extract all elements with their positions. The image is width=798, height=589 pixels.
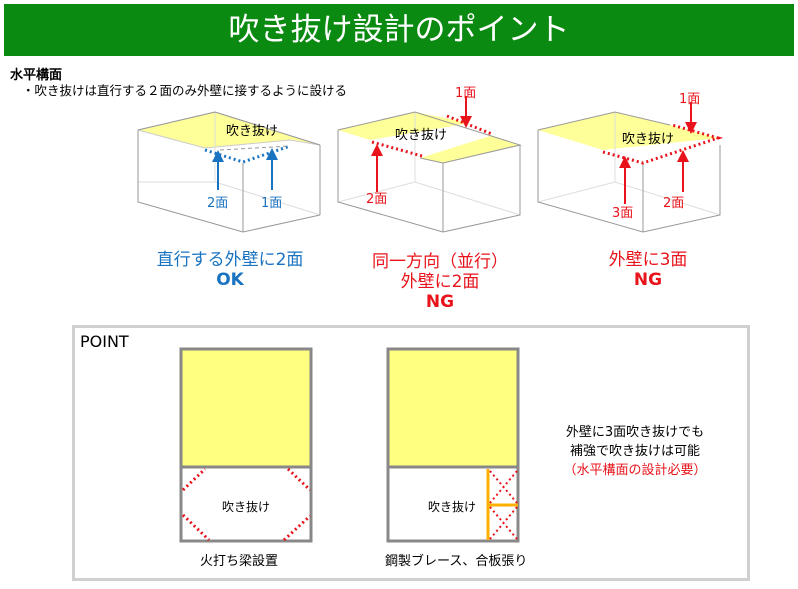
note-line: 外壁に3面吹き抜けでも	[565, 425, 705, 440]
diagram-boxes	[137, 96, 724, 233]
box-ng-parallel	[337, 96, 522, 233]
note-line: （水平構面の設計必要）	[563, 463, 707, 478]
caption-line: 同一方向（並行）	[372, 252, 508, 272]
face-label: 3面	[612, 206, 634, 221]
point-diagrams	[179, 347, 520, 543]
fig2-caption: 鋼製ブレース、合板張り	[385, 554, 528, 569]
point-heading: POINT	[80, 332, 129, 351]
result-ng: NG	[633, 270, 663, 290]
caption-line: 外壁に3面	[608, 250, 688, 270]
case-three-caption: 外壁に3面 NG	[548, 250, 748, 290]
void-label: 吹き抜け	[395, 128, 448, 143]
void-label: 吹き抜け	[622, 132, 675, 147]
void-label: 吹き抜け	[226, 124, 279, 139]
face-label: 1面	[261, 196, 283, 211]
point-panel: POINT	[72, 325, 750, 581]
face-label: 2面	[366, 192, 388, 207]
result-ok: OK	[216, 270, 244, 290]
section-heading: 水平構面	[10, 68, 63, 83]
box-ok	[137, 111, 321, 233]
case-ok-caption: 直行する外壁に2面 OK	[130, 250, 330, 290]
case-parallel-caption: 同一方向（並行） 外壁に2面 NG	[340, 252, 540, 312]
face-label: 1面	[679, 92, 701, 107]
fire-beam-figure	[179, 347, 313, 543]
caption-line: 直行する外壁に2面	[156, 250, 304, 270]
point-note: 外壁に3面吹き抜けでも 補強で吹き抜けは可能 （水平構面の設計必要）	[545, 423, 725, 480]
face-label: 1面	[455, 86, 477, 101]
caption-line: 外壁に2面	[400, 272, 480, 292]
note-line: 補強で吹き抜けは可能	[569, 444, 700, 459]
face-label: 2面	[207, 196, 229, 211]
brace-figure	[386, 347, 520, 543]
page-title: 吹き抜け設計のポイント	[4, 4, 794, 56]
face-label: 2面	[663, 196, 685, 211]
fig1-caption: 火打ち梁設置	[200, 554, 279, 569]
bullet-text: ・吹き抜けは直行する２面のみ外壁に接するように設ける	[22, 83, 348, 98]
void-label: 吹き抜け	[428, 500, 477, 514]
result-ng: NG	[425, 292, 455, 312]
box-ng-three	[537, 102, 724, 233]
void-label: 吹き抜け	[222, 500, 271, 514]
